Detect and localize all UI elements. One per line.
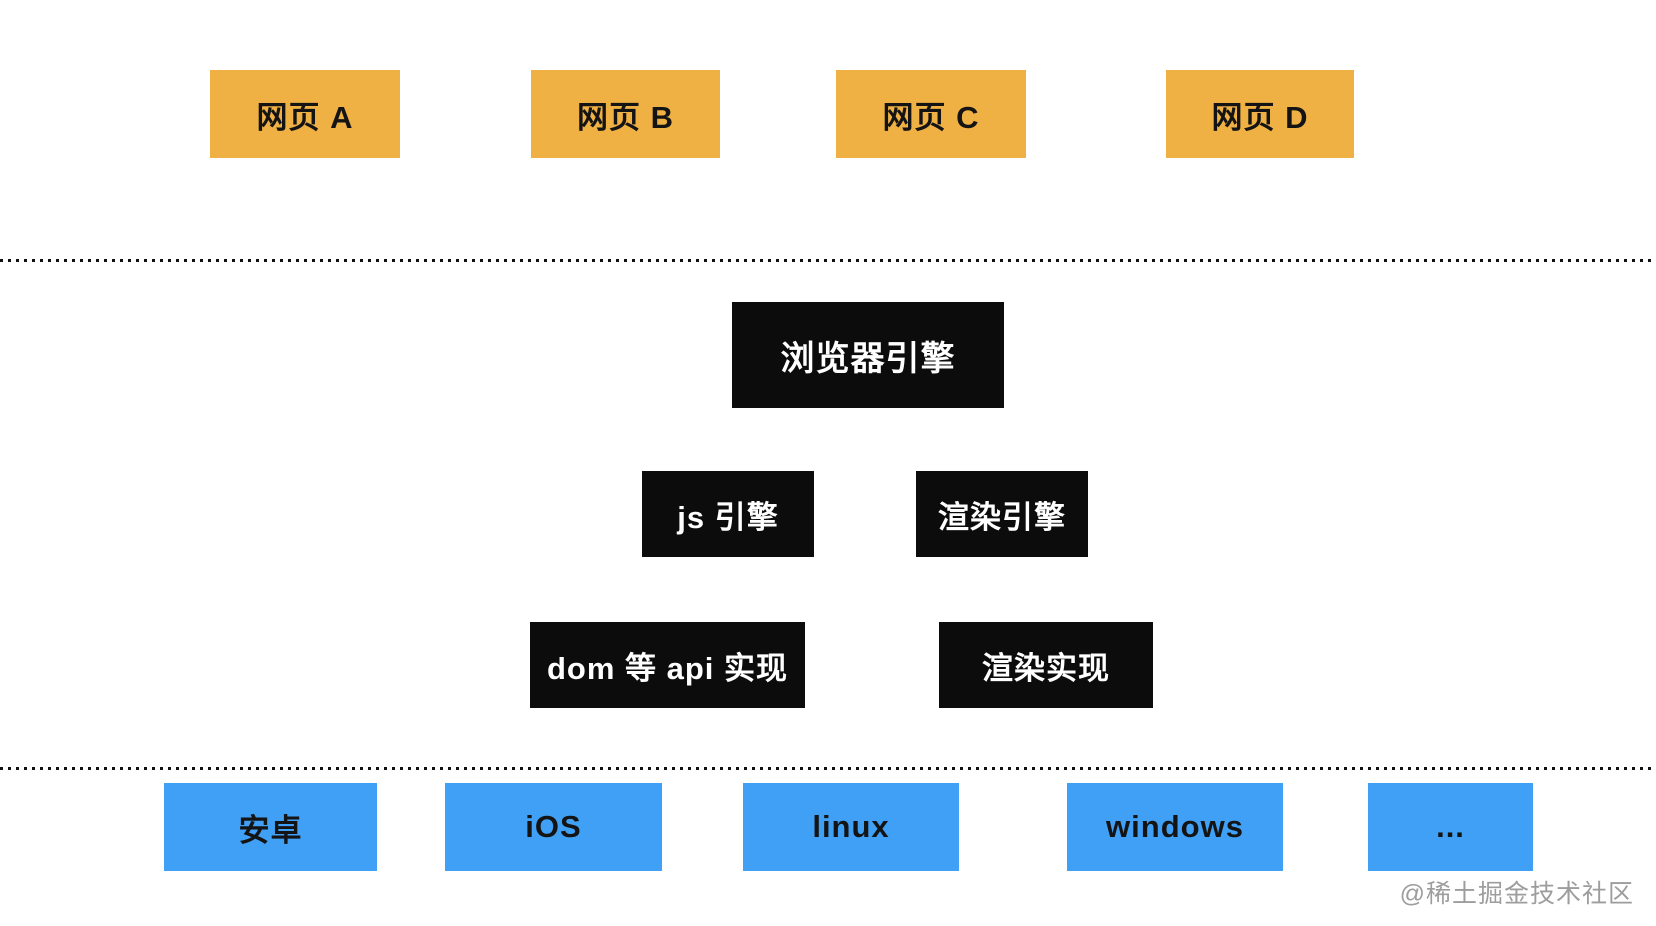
webpage-d-box: 网页 D <box>1166 70 1354 158</box>
platform-ios-label: iOS <box>525 809 582 844</box>
platform-windows-box: windows <box>1067 783 1283 871</box>
platform-linux-label: linux <box>812 809 890 844</box>
layer-divider-top <box>0 259 1656 262</box>
platform-more-label: ... <box>1436 809 1465 844</box>
platform-linux-box: linux <box>743 783 959 871</box>
dom-api-impl-label: dom 等 api 实现 <box>546 650 789 686</box>
browser-engine-box: 浏览器引擎 <box>732 302 1004 408</box>
webpage-a-label: 网页 A <box>256 99 354 135</box>
platform-android-box: 安卓 <box>164 783 377 871</box>
layer-divider-bottom <box>0 767 1656 770</box>
watermark: @稀土掘金技术社区 <box>1399 880 1634 908</box>
platform-windows-label: windows <box>1106 809 1244 844</box>
platform-android-label: 安卓 <box>238 812 303 848</box>
webpage-c-box: 网页 C <box>836 70 1026 158</box>
render-engine-label: 渲染引擎 <box>938 499 1066 535</box>
render-engine-box: 渲染引擎 <box>916 471 1088 557</box>
render-impl-box: 渲染实现 <box>939 622 1153 708</box>
js-engine-label: js 引擎 <box>677 499 779 535</box>
platform-more-box: ... <box>1368 783 1533 871</box>
webpage-b-box: 网页 B <box>531 70 720 158</box>
dom-api-impl-box: dom 等 api 实现 <box>530 622 805 708</box>
webpage-b-label: 网页 B <box>577 99 674 135</box>
webpage-d-label: 网页 D <box>1211 99 1309 135</box>
js-engine-box: js 引擎 <box>642 471 814 557</box>
browser-engine-label: 浏览器引擎 <box>780 339 956 378</box>
webpage-c-label: 网页 C <box>882 99 980 135</box>
platform-ios-box: iOS <box>445 783 662 871</box>
render-impl-label: 渲染实现 <box>982 650 1110 686</box>
webpage-a-box: 网页 A <box>210 70 400 158</box>
